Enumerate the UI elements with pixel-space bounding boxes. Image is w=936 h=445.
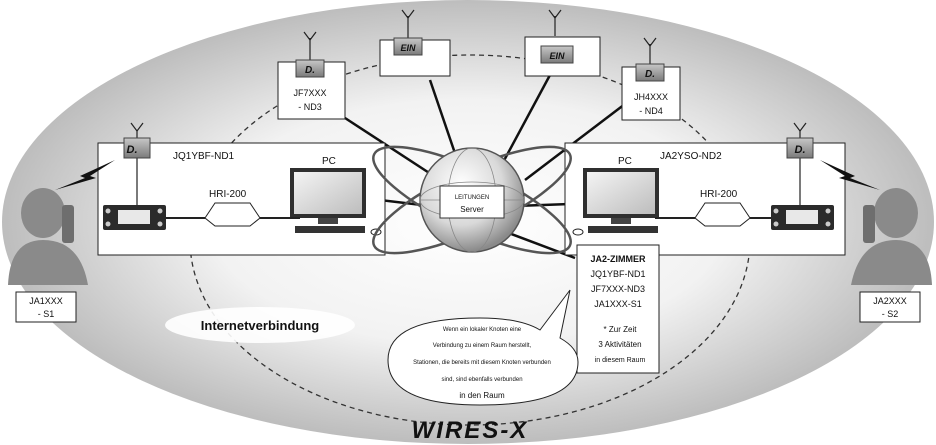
right-hri200-icon [694, 202, 751, 227]
remote-badge [635, 63, 665, 82]
bubble-line: in den Raum [459, 391, 505, 400]
room-note: 3 Aktivitäten [598, 340, 641, 349]
user-left-id: - S1 [38, 309, 55, 319]
left-antenna-icon [123, 122, 151, 205]
left-hri200-icon [204, 202, 261, 227]
room-member: JQ1YBF-ND1 [590, 269, 645, 279]
bubble-line: sind, sind ebenfalls verbunden [441, 377, 522, 383]
server-label-top: LEITUNGEN [455, 195, 489, 201]
left-badge-label: D. [127, 144, 138, 156]
user-box-left [15, 291, 77, 323]
left-hri-label: HRI-200 [209, 189, 247, 200]
bubble-line: Verbindung zu einem Raum herstellt, [433, 343, 532, 349]
bubble-line: Stationen, die bereits mit diesem Knoten… [413, 360, 551, 366]
user-left-call: JA1XXX [29, 296, 63, 306]
right-station-name: JA2YSO-ND2 [660, 151, 722, 162]
user-right-call: JA2XXX [873, 296, 907, 306]
bubble-line: Wenn ein lokaler Knoten eine [443, 327, 522, 333]
left-pc-icon [290, 168, 382, 236]
right-badge-label: D. [795, 144, 806, 156]
room-title: JA2-ZIMMER [590, 254, 646, 264]
remote-node-badge: EIN [549, 51, 565, 61]
right-pc-icon [572, 168, 659, 236]
left-transceiver-icon [103, 205, 166, 230]
remote-node-call: JH4XXX [634, 92, 668, 102]
right-antenna-icon [786, 122, 814, 205]
room-member: JF7XXX-ND3 [591, 284, 645, 294]
room-note: in diesem Raum [595, 357, 646, 364]
user-box-right [859, 291, 921, 323]
left-radio-wave-icon [55, 160, 115, 190]
wires-x-logo: WIRES-X [412, 417, 529, 444]
server-links [344, 74, 626, 260]
remote-antenna-icons [303, 9, 657, 66]
server-globe-icon [372, 145, 572, 255]
remote-node-id: - ND4 [639, 106, 663, 116]
remote-badge [393, 37, 423, 56]
remote-node-call: JF7XXX [293, 88, 326, 98]
remote-node-badge: D. [305, 65, 315, 76]
right-pc-label: PC [618, 156, 632, 167]
remote-badge [295, 59, 325, 78]
remote-badge [540, 45, 574, 64]
user-right-id: - S2 [882, 309, 899, 319]
room-member: JA1XXX-S1 [594, 299, 642, 309]
right-hri-label: HRI-200 [700, 189, 738, 200]
remote-node-id: - ND3 [298, 102, 322, 112]
left-pc-label: PC [322, 156, 336, 167]
internet-label-glow [165, 307, 355, 343]
left-station-name: JQ1YBF-ND1 [173, 151, 235, 162]
remote-node-badge: EIN [400, 43, 416, 53]
remote-node-badge: D. [645, 69, 655, 80]
right-transceiver-icon [771, 205, 834, 230]
right-operator-icon [851, 188, 932, 285]
speech-bubble [387, 289, 579, 406]
internet-connection-label: Internetverbindung [201, 318, 320, 333]
right-radio-wave-icon [820, 160, 880, 190]
left-operator-icon [8, 188, 88, 285]
room-note: * Zur Zeit [604, 325, 638, 334]
server-label: Server [460, 205, 484, 214]
room-panel [576, 244, 660, 374]
